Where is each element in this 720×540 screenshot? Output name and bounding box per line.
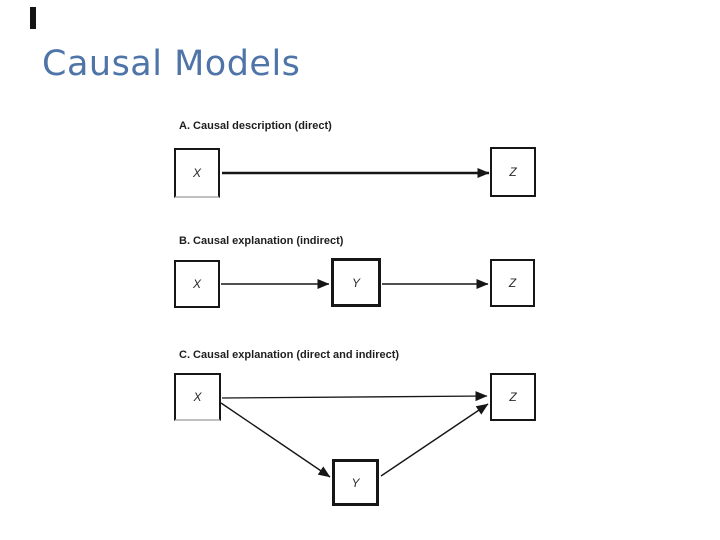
node-label-c-z: Z [509, 390, 517, 404]
section-c-heading: C. Causal explanation (direct and indire… [179, 349, 400, 361]
arrow-c-y-to-z [380, 403, 489, 477]
node-label-c-x: X [193, 390, 202, 404]
node-box-c-x: X [174, 373, 221, 421]
node-box-b-z: Z [490, 259, 535, 307]
node-label-b-z: Z [508, 276, 517, 290]
node-box-b-x: X [174, 260, 220, 308]
node-label-a-z: Z [509, 165, 517, 179]
arrow-c-x-to-y [220, 402, 331, 478]
node-box-a-z: Z [490, 147, 536, 197]
page-title: Causal Models [42, 44, 301, 84]
section-a-heading: A. Causal description (direct) [179, 120, 332, 132]
node-box-b-y: Y [331, 258, 381, 307]
section-b-heading: B. Causal explanation (indirect) [179, 235, 344, 247]
node-label-c-y: Y [351, 475, 360, 490]
node-label-b-y: Y [351, 275, 360, 290]
node-box-c-y: Y [332, 459, 379, 506]
node-label-a-x: X [192, 166, 201, 180]
text-cursor-artifact [30, 7, 36, 29]
node-box-c-z: Z [490, 373, 536, 421]
node-box-a-x: X [174, 148, 220, 198]
node-label-b-x: X [192, 277, 201, 291]
arrow-c-x-to-z [221, 391, 488, 402]
